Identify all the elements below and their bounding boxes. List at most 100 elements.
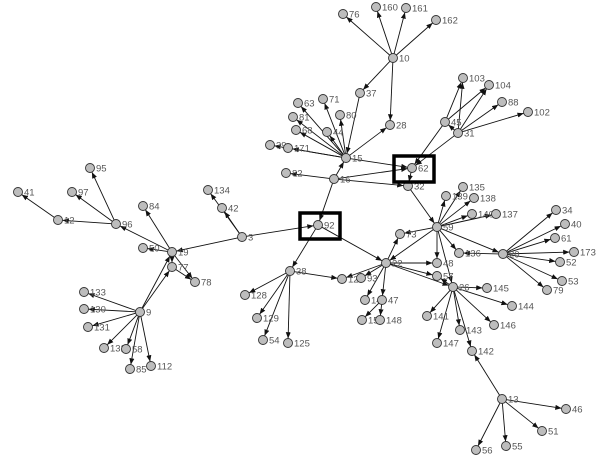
node-160[interactable]: 160 [371, 2, 398, 14]
node-16[interactable]: 16 [329, 174, 351, 186]
node-141[interactable]: 141 [422, 311, 449, 323]
node-79[interactable]: 79 [542, 285, 564, 297]
node-dot[interactable] [431, 15, 441, 25]
node-51[interactable]: 51 [537, 426, 559, 438]
node-102[interactable]: 102 [523, 107, 550, 119]
node-dot[interactable] [360, 295, 370, 305]
node-133[interactable]: 133 [79, 287, 106, 299]
node-136[interactable]: 136 [454, 248, 481, 260]
node-47[interactable]: 47 [377, 295, 399, 307]
node-dot[interactable] [283, 143, 293, 153]
node-3[interactable]: 3 [237, 232, 254, 244]
node-68[interactable]: 68 [291, 125, 313, 137]
node-dot[interactable] [293, 98, 303, 108]
node-dot[interactable] [458, 182, 468, 192]
node-19[interactable]: 19 [167, 247, 189, 259]
node-dot[interactable] [507, 301, 517, 311]
node-84[interactable]: 84 [138, 201, 160, 213]
node-dot[interactable] [135, 307, 145, 317]
node-dot[interactable] [318, 94, 328, 104]
node-132[interactable]: 132 [99, 343, 126, 355]
node-dot[interactable] [454, 248, 464, 258]
node-58[interactable]: 58 [121, 344, 143, 356]
node-dot[interactable] [497, 97, 507, 107]
node-dot[interactable] [252, 313, 262, 323]
node-80[interactable]: 80 [335, 110, 357, 122]
node-dot[interactable] [67, 187, 77, 197]
node-128[interactable]: 128 [240, 290, 267, 302]
node-131[interactable]: 131 [83, 322, 110, 334]
node-dot[interactable] [557, 276, 567, 286]
node-dot[interactable] [13, 187, 23, 197]
node-93[interactable]: 93 [356, 273, 378, 285]
node-dot[interactable] [335, 110, 345, 120]
node-dot[interactable] [288, 112, 298, 122]
node-76[interactable]: 76 [338, 9, 360, 21]
node-dot[interactable] [337, 274, 347, 284]
node-77[interactable]: 77 [167, 262, 189, 274]
node-dot[interactable] [484, 80, 494, 90]
node-dot[interactable] [537, 426, 547, 436]
node-10[interactable]: 10 [388, 53, 410, 65]
node-127[interactable]: 127 [337, 274, 364, 286]
node-129[interactable]: 129 [252, 313, 279, 325]
node-dot[interactable] [138, 201, 148, 211]
node-dot[interactable] [375, 315, 385, 325]
node-dot[interactable] [550, 233, 560, 243]
node-dot[interactable] [377, 295, 387, 305]
node-dot[interactable] [329, 174, 339, 184]
node-dot[interactable] [440, 117, 450, 127]
node-50[interactable]: 50 [138, 243, 160, 255]
node-dot[interactable] [489, 320, 499, 330]
node-95[interactable]: 95 [85, 163, 107, 175]
node-54[interactable]: 54 [258, 335, 280, 347]
node-dot[interactable] [407, 163, 417, 173]
node-134[interactable]: 134 [203, 185, 230, 197]
node-46[interactable]: 46 [561, 404, 583, 416]
node-142[interactable]: 142 [467, 346, 494, 358]
node-dot[interactable] [111, 219, 121, 229]
node-37[interactable]: 37 [355, 88, 377, 100]
node-97[interactable]: 97 [67, 187, 89, 199]
node-dot[interactable] [83, 322, 93, 332]
node-dot[interactable] [448, 282, 458, 292]
node-104[interactable]: 104 [484, 80, 511, 92]
node-138[interactable]: 138 [469, 193, 496, 205]
node-dot[interactable] [482, 283, 492, 293]
node-dot[interactable] [53, 215, 63, 225]
node-34[interactable]: 34 [551, 205, 573, 217]
node-130[interactable]: 130 [79, 304, 106, 316]
node-dot[interactable] [313, 220, 323, 230]
node-dot[interactable] [79, 304, 89, 314]
node-26[interactable]: 26 [448, 282, 470, 294]
node-71[interactable]: 71 [318, 94, 340, 106]
node-88[interactable]: 88 [497, 97, 519, 109]
node-dot[interactable] [371, 2, 381, 12]
node-161[interactable]: 161 [401, 3, 428, 15]
node-dot[interactable] [501, 441, 511, 451]
node-dot[interactable] [551, 205, 561, 215]
node-62[interactable]: 62 [407, 163, 429, 175]
node-112[interactable]: 112 [146, 361, 173, 373]
node-73[interactable]: 73 [395, 229, 417, 241]
node-147[interactable]: 147 [432, 338, 459, 350]
node-146[interactable]: 146 [489, 320, 516, 332]
node-dot[interactable] [455, 325, 465, 335]
node-dot[interactable] [167, 262, 177, 272]
node-dot[interactable] [146, 361, 156, 371]
node-144[interactable]: 144 [507, 301, 534, 313]
node-92[interactable]: 92 [313, 220, 335, 232]
node-dot[interactable] [469, 193, 479, 203]
node-dot[interactable] [203, 185, 213, 195]
node-dot[interactable] [357, 315, 367, 325]
node-dot[interactable] [395, 229, 405, 239]
node-dot[interactable] [125, 364, 135, 374]
node-dot[interactable] [561, 404, 571, 414]
node-dot[interactable] [121, 344, 131, 354]
node-173[interactable]: 173 [569, 247, 596, 259]
node-dot[interactable] [322, 127, 332, 137]
node-dot[interactable] [523, 107, 533, 117]
node-78[interactable]: 78 [190, 277, 212, 289]
node-dot[interactable] [401, 3, 411, 13]
node-59[interactable]: 59 [432, 222, 454, 234]
